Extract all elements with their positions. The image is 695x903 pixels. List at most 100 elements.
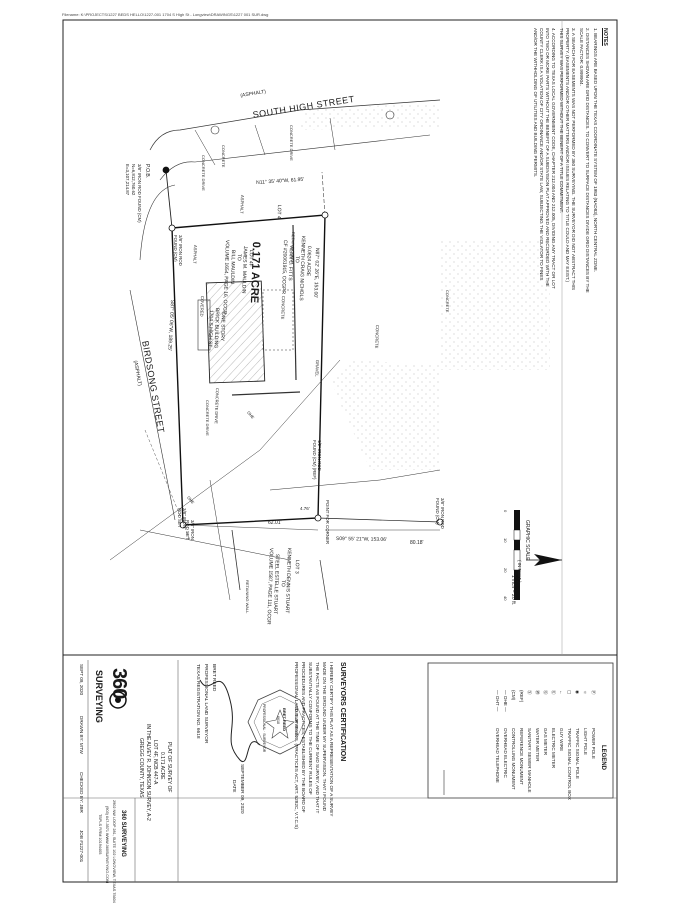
overhead-electric-line (109, 359, 341, 561)
certification-signed-date: SEPTEMBER 09, 2020 (239, 764, 244, 814)
building-stories: ONE STORY (218, 311, 226, 342)
certification-line-1: I HEREBY CERTIFY THIS PLAT AS A REPRESEN… (329, 662, 334, 817)
north-lot-grantee: ALAN C. FITTS (286, 245, 294, 281)
iron-rod-found-nw (168, 224, 176, 232)
scale-title: GRAPHIC SCALE (524, 520, 530, 561)
iron-rod-set-sw (179, 521, 187, 529)
concrete-area-east (330, 360, 440, 470)
note-3: 3. A SEARCH FOR EASEMENTS WAS NOT PERFOR… (571, 28, 576, 291)
label-concrete-drive-2: CONCRETE DRIVE (289, 125, 294, 161)
call-east-short: 4.76' (300, 506, 310, 511)
seal-name: BRET REED (282, 708, 287, 732)
scale-tick-10: 10 (503, 538, 508, 543)
note-2-cont: SCALE FACTOR: 0.999904. (579, 28, 584, 86)
certification-heading: SURVEYORS CERTIFICATION (339, 662, 346, 762)
company-phone: (903) 647-3571 WWW.360SURVEYING.COM (105, 806, 109, 884)
iron-rod-set-se (314, 514, 322, 522)
legend-symbol-water-meter: Ⓦ (535, 690, 540, 695)
label-concrete-1: CONCRETE (221, 145, 226, 168)
subject-asphalt: ASPHALT (192, 244, 198, 264)
north-lot-to: TO (293, 255, 300, 263)
logo-word: SURVEYING (94, 670, 104, 723)
legend-symbol-gas-meter: Ⓖ (543, 690, 548, 695)
legend-light-pole: LIGHT POLE (583, 728, 588, 755)
note-4-cont: INTO TWO OR MORE PARTS WITHOUT THE BENEF… (545, 28, 550, 287)
note-3-cont-2: THIS SURVEY WAS PERFORMED WITHOUT THE BE… (559, 28, 564, 214)
legend-symbol-power-pole: ⓟ (591, 690, 596, 695)
legend-sewer-manhole: SANITARY SEWER MANHOLE (527, 728, 532, 793)
south-high-street-edge-2 (159, 134, 431, 181)
call-tie-south: 62.01' (268, 520, 282, 526)
tie-line-east (317, 517, 441, 523)
subject-to: TO (235, 253, 242, 261)
legend-power-pole: POWER POLE (591, 728, 596, 759)
legend-traffic-signal-box: TRAFFIC SIGNAL CONTROL BOX (567, 728, 572, 800)
north-lot-number: LOT 4 (275, 204, 282, 219)
graphic-scale-bar (513, 510, 521, 600)
birdsong-street-edge-1 (129, 289, 176, 521)
notes-heading: NOTES (602, 28, 608, 46)
legend-symbol-electric-meter: Ⓔ (551, 690, 556, 695)
monument-sw: 3/8" IRON ROD SET (177, 508, 187, 528)
east-lot-to: TO (279, 579, 286, 587)
legend-water-meter: WATER METER (535, 728, 540, 762)
pob-marker (162, 166, 170, 174)
legend-symbol-ref: (REF) (519, 690, 524, 703)
north-lot-gravel: GRAVEL (314, 359, 320, 377)
file-path: Filename: K:\PROJECTS\1227 BEDS HELLO\12… (62, 12, 269, 17)
legend-overhead-telephone: OVERHEAD TELEPHONE (495, 728, 500, 783)
legend-symbol-manhole: Ⓢ (527, 690, 532, 695)
pob-label: P.O.B. (144, 164, 150, 179)
legend-symbol-signal-pole: ◉ (575, 690, 580, 695)
retaining-wall-2 (231, 391, 301, 396)
covered-concrete (262, 289, 294, 351)
legend-overhead-electric: OVERHEAD ELECTRIC (503, 728, 508, 778)
company-name: 360 SURVEYING (120, 810, 126, 857)
north-lot-concrete: CONCRETE (374, 324, 380, 349)
legend-electric-meter: ELECTRIC METER (551, 728, 556, 769)
legend-symbol-oht: — OHT — (495, 690, 500, 712)
overhead-telephone-line (209, 479, 231, 601)
label-concrete-drive-1: CONCRETE DRIVE (201, 155, 206, 191)
covered-concrete-label: CONCRETE (280, 295, 286, 320)
note-3-cont: PROPERTY. (EASEMENTS AND/OR OTHER MATTER… (565, 28, 570, 282)
pob-northing: N=6,812,760.62 (131, 164, 136, 196)
note-4-cont-2: COUNTY CLERK IS A VIOLATION OF CITY ORDI… (539, 28, 544, 281)
certification-line-3: THE FACTS AS FOUND AT THE TIME OF SAID S… (315, 662, 320, 814)
monument-nw: 3/8" IRON ROD FOUND (CM) (173, 235, 183, 266)
certification-signer: BRET REED (211, 664, 216, 692)
surveyor-seal (247, 689, 311, 755)
certification-registration: TEXAS REGISTRATION NO. 6618 (195, 664, 200, 739)
seal-number: 6618 (276, 716, 280, 724)
covered-label: COVERED (199, 295, 205, 317)
surveyor-signature (199, 679, 261, 763)
company-address: 2902 NW LOOP 281, SUITE 102 LONGVIEW, TE… (112, 800, 116, 903)
tie-line-sw (182, 524, 319, 531)
north-arrow (526, 554, 562, 566)
legend-heading: LEGEND (600, 745, 606, 771)
subject-lot: LOT 4F (247, 249, 254, 267)
pob-rod: 3/8" IRON ROD FOUND (CM) (137, 164, 142, 223)
ohe-line-east (269, 469, 441, 491)
seal-state: STATE OF TEXAS (294, 706, 298, 736)
certification-line-6: PROFESSIONAL LAND SURVEYING. (PRACTICES … (294, 662, 299, 829)
overhead-electric-line-2 (139, 529, 291, 561)
title-lot: LOT 4F, NCB 447-A (152, 740, 158, 785)
scale-tick-0: 0 (503, 510, 508, 513)
note-4-cont-3: AND/OR THE WITHHOLDING OF UTILITIES AND … (533, 28, 538, 178)
certification-date-label: DATE (231, 780, 236, 793)
monument-ne: 1/2" IRON ROD FOUND (CM) (REF) (312, 440, 322, 480)
call-tie-east: 80.18' (410, 540, 424, 546)
label-concrete-drive-3: CONCRETE DRIVE (205, 400, 210, 436)
call-southeast: S09° 55' 21"W, 153.06' (335, 536, 387, 543)
pob-easting: E=3,107,214.87 (125, 164, 130, 196)
point-for-corner: POINT FOR CORNER (325, 500, 330, 545)
company-logo (109, 691, 127, 709)
driveway-line-2 (254, 124, 266, 156)
covered-porch (197, 299, 211, 351)
certification-line-2: MADE ON THE GROUND UNDER MY SUPERVISION.… (322, 662, 327, 811)
legend-symbol-ohe: — OHE — (503, 690, 508, 712)
company-firm: TBPLS FIRM 10194405 (98, 814, 102, 855)
legend-gas-meter: GAS METER (543, 728, 548, 756)
